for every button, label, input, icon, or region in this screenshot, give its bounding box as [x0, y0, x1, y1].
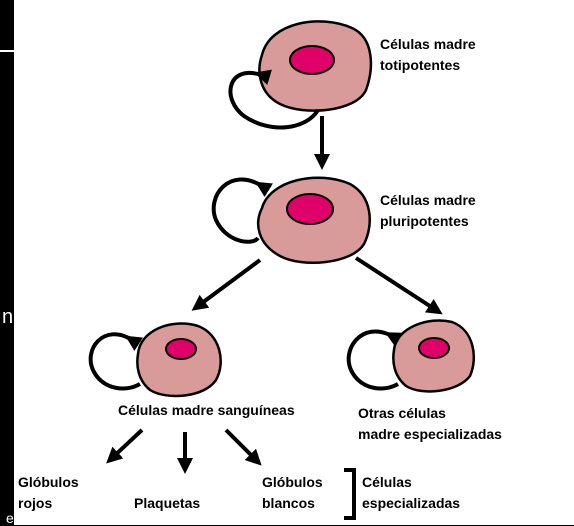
- other-stem-cell: [393, 320, 473, 391]
- pluripotent-cell: [258, 178, 370, 263]
- label-red-cells: Glóbulos rojos: [18, 472, 79, 514]
- arrow-pluri-to-blood: [198, 260, 260, 306]
- arrow-pluri-to-other: [356, 258, 436, 310]
- label-pluripotent: Células madre pluripotentes: [380, 190, 476, 232]
- label-white-cells: Glóbulos blancos: [262, 472, 323, 514]
- specialized-bracket: [344, 470, 354, 518]
- self-renew-arrow-4: [349, 331, 398, 388]
- label-totipotent: Células madre totipotentes: [380, 34, 476, 76]
- label-other-stem: Otras células madre especializadas: [358, 403, 502, 445]
- self-renew-arrow-3: [91, 334, 140, 388]
- label-blood-stem: Células madre sanguíneas: [118, 400, 295, 421]
- self-renew-arrow-2: [214, 179, 262, 241]
- totipotent-cell: [259, 21, 370, 110]
- label-platelets: Plaquetas: [134, 493, 200, 514]
- label-specialized: Células especializadas: [362, 472, 460, 514]
- arrow-to-red-cells: [112, 430, 142, 458]
- arrow-to-white-cells: [226, 430, 256, 460]
- blood-stem-cell: [137, 324, 220, 396]
